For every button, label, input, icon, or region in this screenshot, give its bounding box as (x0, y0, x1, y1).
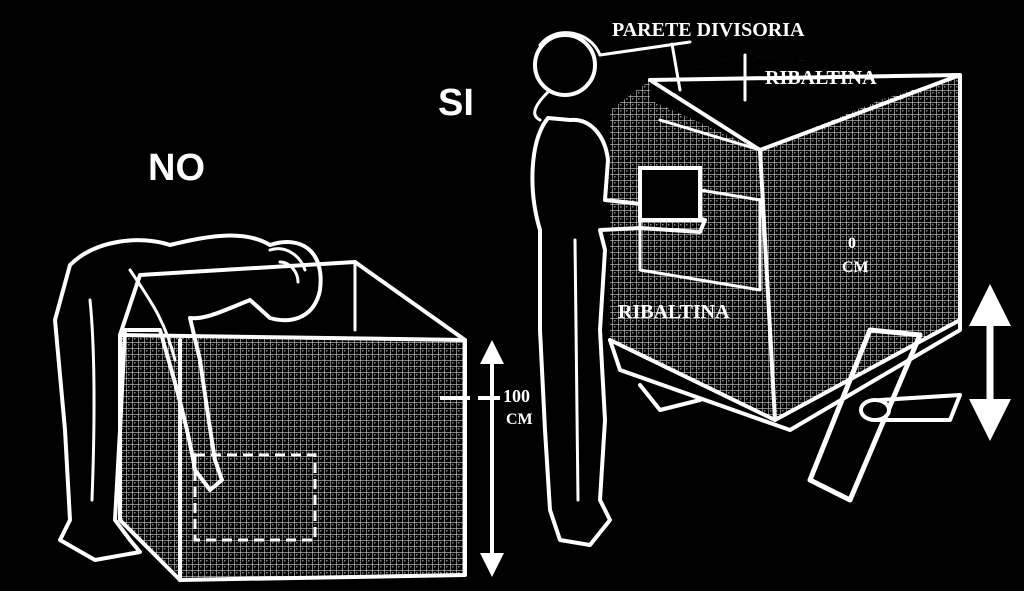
correct-scene: SI 0 CM (438, 19, 1011, 547)
height-arrow-icon (440, 340, 504, 577)
divider-label: PARETE DIVISORIA (612, 19, 805, 41)
flap-side-label: RIBALTINA (618, 301, 730, 323)
bending-person (53, 233, 323, 562)
deep-bin (118, 260, 467, 582)
partial-value-label: 0 (848, 235, 856, 252)
no-label: NO (148, 147, 205, 189)
incorrect-scene: 100 CM NO (53, 147, 533, 582)
height-unit-label: CM (506, 411, 533, 428)
partial-unit-label: CM (842, 259, 869, 276)
lift-base (608, 298, 962, 503)
height-value-label: 100 (503, 386, 530, 406)
flap-top-label: RIBALTINA (765, 67, 877, 89)
standing-person (530, 31, 707, 547)
si-label: SI (438, 82, 474, 124)
